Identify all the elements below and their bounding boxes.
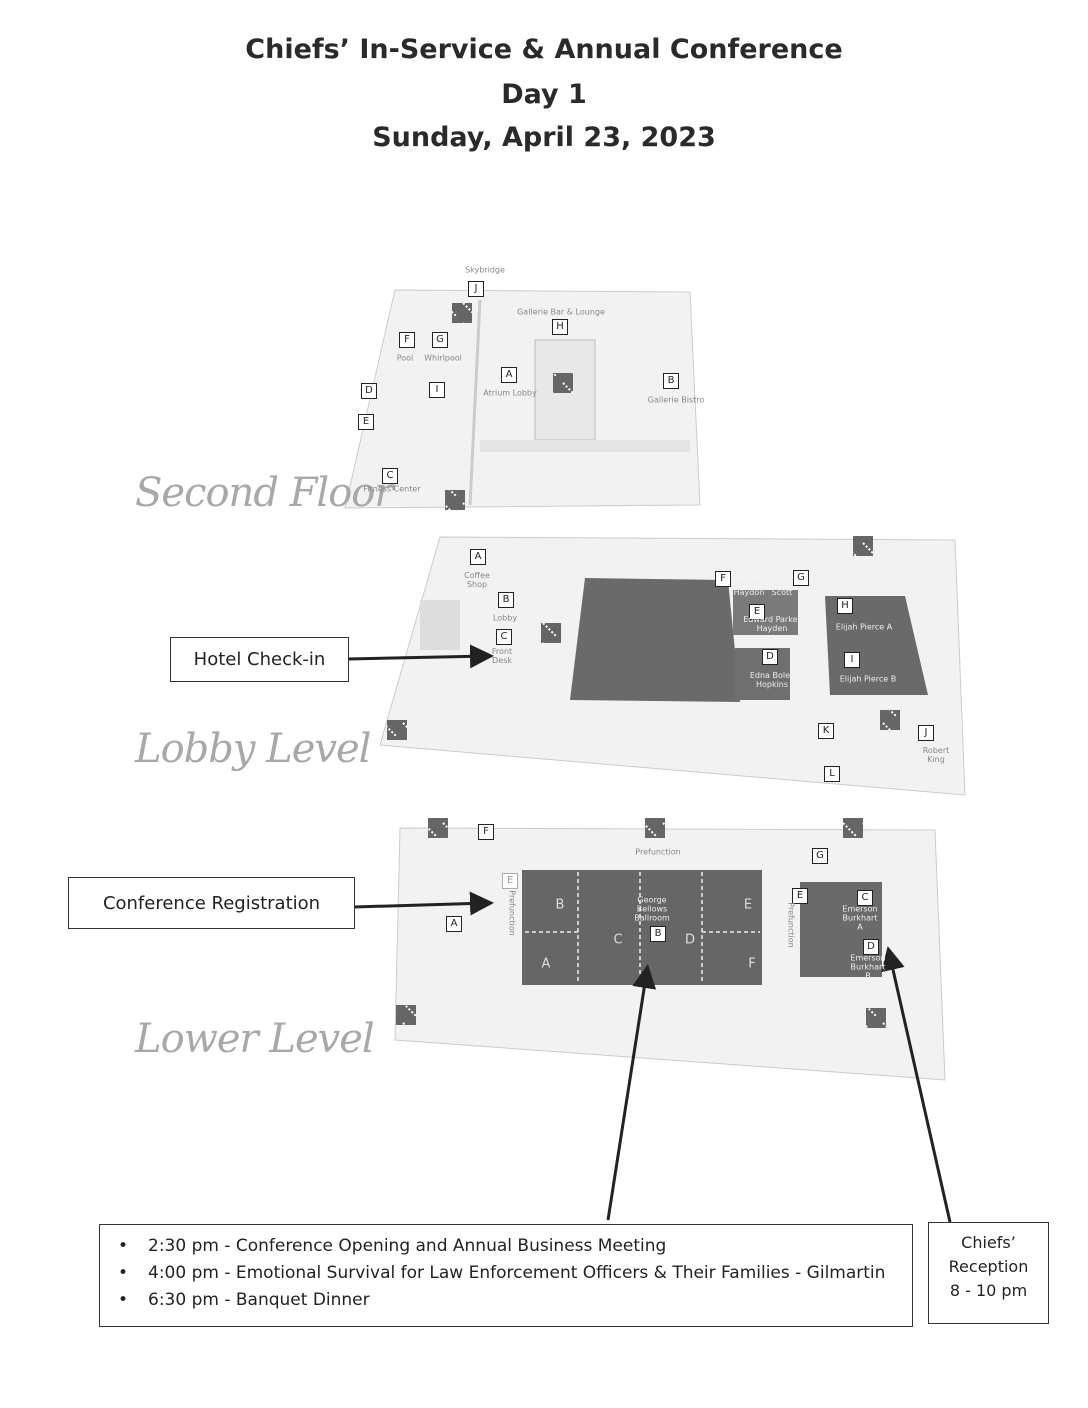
- map-label: Elijah Pierce A: [835, 622, 893, 632]
- reception-line: Chiefs’: [961, 1233, 1016, 1252]
- map-marker: C: [382, 468, 398, 484]
- map-marker: F: [399, 332, 415, 348]
- title-line-3: Sunday, April 23, 2023: [372, 122, 716, 153]
- map-marker: E: [358, 414, 374, 430]
- map-marker: A: [470, 549, 486, 565]
- map-marker: E: [502, 873, 518, 889]
- schedule-item: 2:30 pm - Conference Opening and Annual …: [118, 1233, 912, 1260]
- george-bellows-ballroom: [522, 870, 762, 985]
- map-marker: G: [432, 332, 448, 348]
- map-marker: K: [818, 723, 834, 739]
- stairs-icon: [428, 818, 448, 838]
- stairs-icon: [541, 623, 561, 643]
- stairs-icon: [645, 818, 665, 838]
- schedule-item: 4:00 pm - Emotional Survival for Law Enf…: [118, 1260, 912, 1287]
- second-floor-map: [344, 289, 701, 510]
- map-marker: J: [468, 281, 484, 297]
- map-marker: C: [857, 890, 873, 906]
- map-label: Emerson Burkhart A: [842, 904, 878, 932]
- map-label: Whirlpool: [424, 353, 462, 363]
- map-marker: D: [361, 383, 377, 399]
- ballroom-arrow: [606, 964, 657, 1221]
- map-marker: E: [749, 604, 765, 620]
- stairs-icon: [387, 720, 407, 740]
- map-label: Lobby: [492, 613, 518, 623]
- ballroom-section: D: [684, 932, 696, 948]
- ballroom-section: B: [555, 897, 565, 913]
- map-marker: H: [837, 598, 853, 614]
- map-marker: B: [498, 592, 514, 608]
- map-marker: H: [552, 319, 568, 335]
- stairs-icon: [880, 710, 900, 730]
- title-line-2: Day 1: [501, 79, 587, 110]
- map-label: Alice Scott: [771, 579, 793, 597]
- map-label: Prefunction: [786, 902, 796, 948]
- stairs-icon: [452, 303, 472, 323]
- stairs-icon: [396, 1005, 416, 1025]
- stairs-icon: [553, 373, 573, 393]
- reception-time: 8 - 10 pm: [949, 1281, 1028, 1300]
- second-floor-label: Second Floor: [135, 470, 393, 516]
- stairs-icon: [843, 818, 863, 838]
- map-marker: I: [844, 652, 860, 668]
- map-label: Pool: [396, 353, 414, 363]
- map-marker: C: [496, 629, 512, 645]
- ballroom-section: C: [613, 932, 623, 948]
- map-label: Elijah Pierce B: [839, 674, 897, 684]
- map-marker: G: [793, 570, 809, 586]
- map-marker: B: [650, 926, 666, 942]
- lower-level-label: Lower Level: [135, 1016, 375, 1062]
- title-line-1: Chiefs’ In-Service & Annual Conference: [245, 34, 843, 65]
- map-label: Edward Parker Hayden: [743, 615, 801, 633]
- map-label: Gallerie Bistro: [647, 395, 705, 405]
- map-marker: D: [762, 649, 778, 665]
- map-marker: J: [918, 725, 934, 741]
- map-marker: G: [812, 848, 828, 864]
- map-label: Front Desk: [491, 647, 513, 665]
- reception-box: Chiefs’ Reception 8 - 10 pm: [928, 1222, 1049, 1324]
- map-label: Prefunction: [635, 847, 681, 857]
- map-marker: F: [715, 571, 731, 587]
- stairs-icon: [866, 1008, 886, 1028]
- stairs-icon: [445, 490, 465, 510]
- ballroom-section: E: [743, 897, 753, 913]
- map-marker: D: [863, 939, 879, 955]
- map-label: Gallerie Bar & Lounge: [517, 307, 605, 317]
- schedule-box: 2:30 pm - Conference Opening and Annual …: [99, 1224, 913, 1327]
- reception-arrow: [881, 946, 952, 1223]
- map-marker: L: [824, 766, 840, 782]
- map-marker: I: [429, 382, 445, 398]
- map-label: Fitness Center: [363, 484, 421, 494]
- map-label: George Bellows Ballroom: [634, 895, 670, 923]
- stairs-icon: [853, 536, 873, 556]
- ballroom-section: A: [541, 956, 551, 972]
- map-marker: A: [446, 916, 462, 932]
- map-label: Prefunction: [507, 890, 517, 936]
- map-label: Emerson Burkhart B: [850, 953, 886, 981]
- map-label: William Haydon: [733, 579, 765, 597]
- map-marker: B: [663, 373, 679, 389]
- map-label: Robert King: [922, 746, 950, 764]
- ballroom-section: F: [748, 956, 756, 972]
- reception-line: Reception: [948, 1257, 1029, 1276]
- lobby-level-label: Lobby Level: [135, 726, 371, 772]
- map-label: Atrium Lobby: [483, 388, 537, 398]
- schedule-item: 6:30 pm - Banquet Dinner: [118, 1287, 912, 1314]
- map-label: Edna Boles Hopkins: [749, 671, 795, 689]
- registration-arrow: [353, 891, 494, 916]
- map-label: Coffee Shop: [464, 571, 490, 589]
- map-marker: A: [501, 367, 517, 383]
- map-marker: F: [478, 824, 494, 840]
- ballroom-room: [570, 578, 740, 702]
- registration-callout: Conference Registration: [68, 877, 355, 929]
- hotel-checkin-callout: Hotel Check-in: [170, 637, 349, 682]
- map-label: Skybridge: [465, 265, 505, 275]
- checkin-arrow: [347, 644, 494, 669]
- map-marker: E: [792, 888, 808, 904]
